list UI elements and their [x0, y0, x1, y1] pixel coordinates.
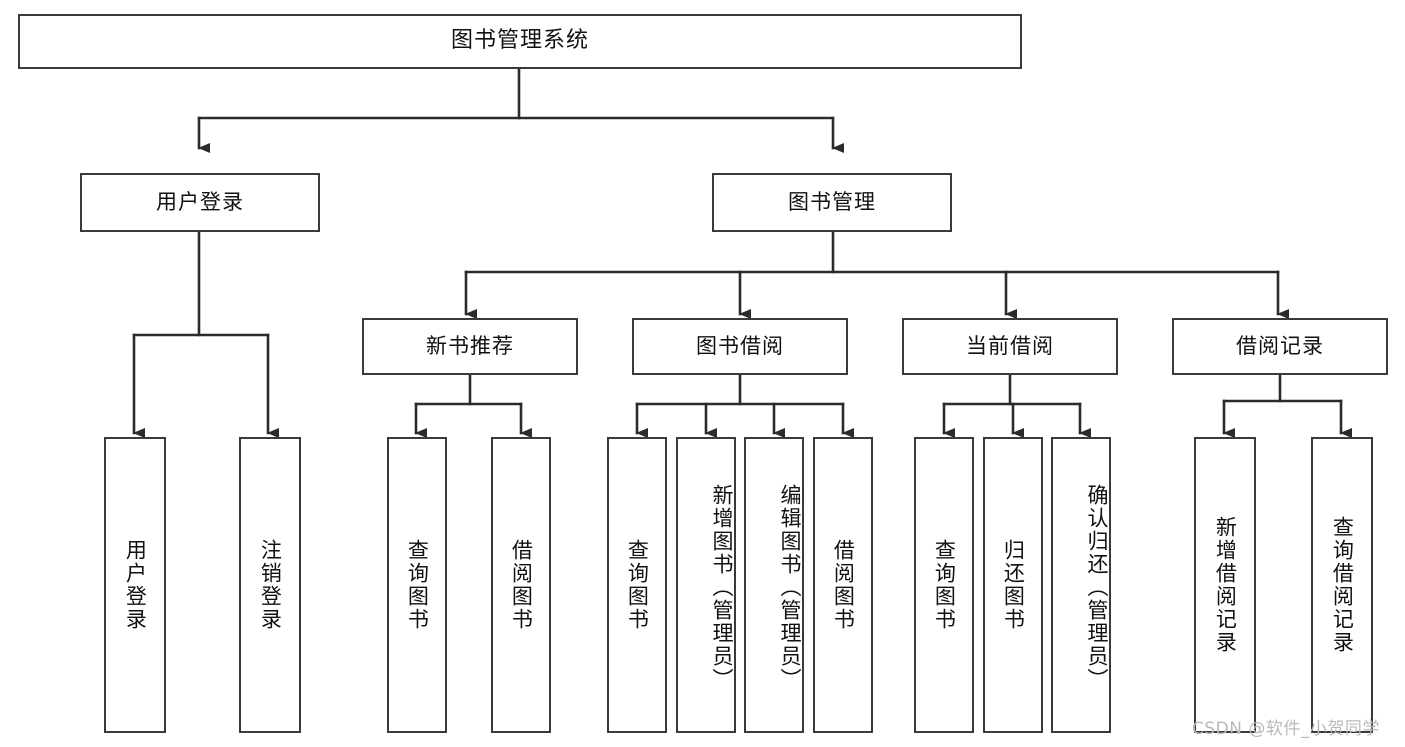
node-leaf-borrow-book-2[interactable]: 借阅图书	[813, 437, 873, 733]
node-user-login[interactable]: 用户登录	[80, 173, 320, 232]
node-leaf-add-book[interactable]: 新增图书（管理员）	[676, 437, 736, 733]
node-leaf-confirm-return[interactable]: 确认归还（管理员）	[1051, 437, 1111, 733]
node-current-borrow[interactable]: 当前借阅	[902, 318, 1118, 375]
node-leaf-user-logout[interactable]: 注销登录	[239, 437, 301, 733]
node-leaf-edit-book[interactable]: 编辑图书（管理员）	[744, 437, 804, 733]
node-leaf-add-record[interactable]: 新增借阅记录	[1194, 437, 1256, 733]
node-leaf-borrow-book-1[interactable]: 借阅图书	[491, 437, 551, 733]
node-leaf-query-record[interactable]: 查询借阅记录	[1311, 437, 1373, 733]
node-new-book-rec[interactable]: 新书推荐	[362, 318, 578, 375]
csdn-watermark: CSDN @软件_小贺同学	[1192, 719, 1380, 739]
node-leaf-user-login[interactable]: 用户登录	[104, 437, 166, 733]
node-root[interactable]: 图书管理系统	[18, 14, 1022, 69]
node-book-borrow[interactable]: 图书借阅	[632, 318, 848, 375]
node-book-manage[interactable]: 图书管理	[712, 173, 952, 232]
node-leaf-query-book-1[interactable]: 查询图书	[387, 437, 447, 733]
node-leaf-return-book[interactable]: 归还图书	[983, 437, 1043, 733]
node-borrow-record[interactable]: 借阅记录	[1172, 318, 1388, 375]
node-leaf-query-book-3[interactable]: 查询图书	[914, 437, 974, 733]
node-leaf-query-book-2[interactable]: 查询图书	[607, 437, 667, 733]
